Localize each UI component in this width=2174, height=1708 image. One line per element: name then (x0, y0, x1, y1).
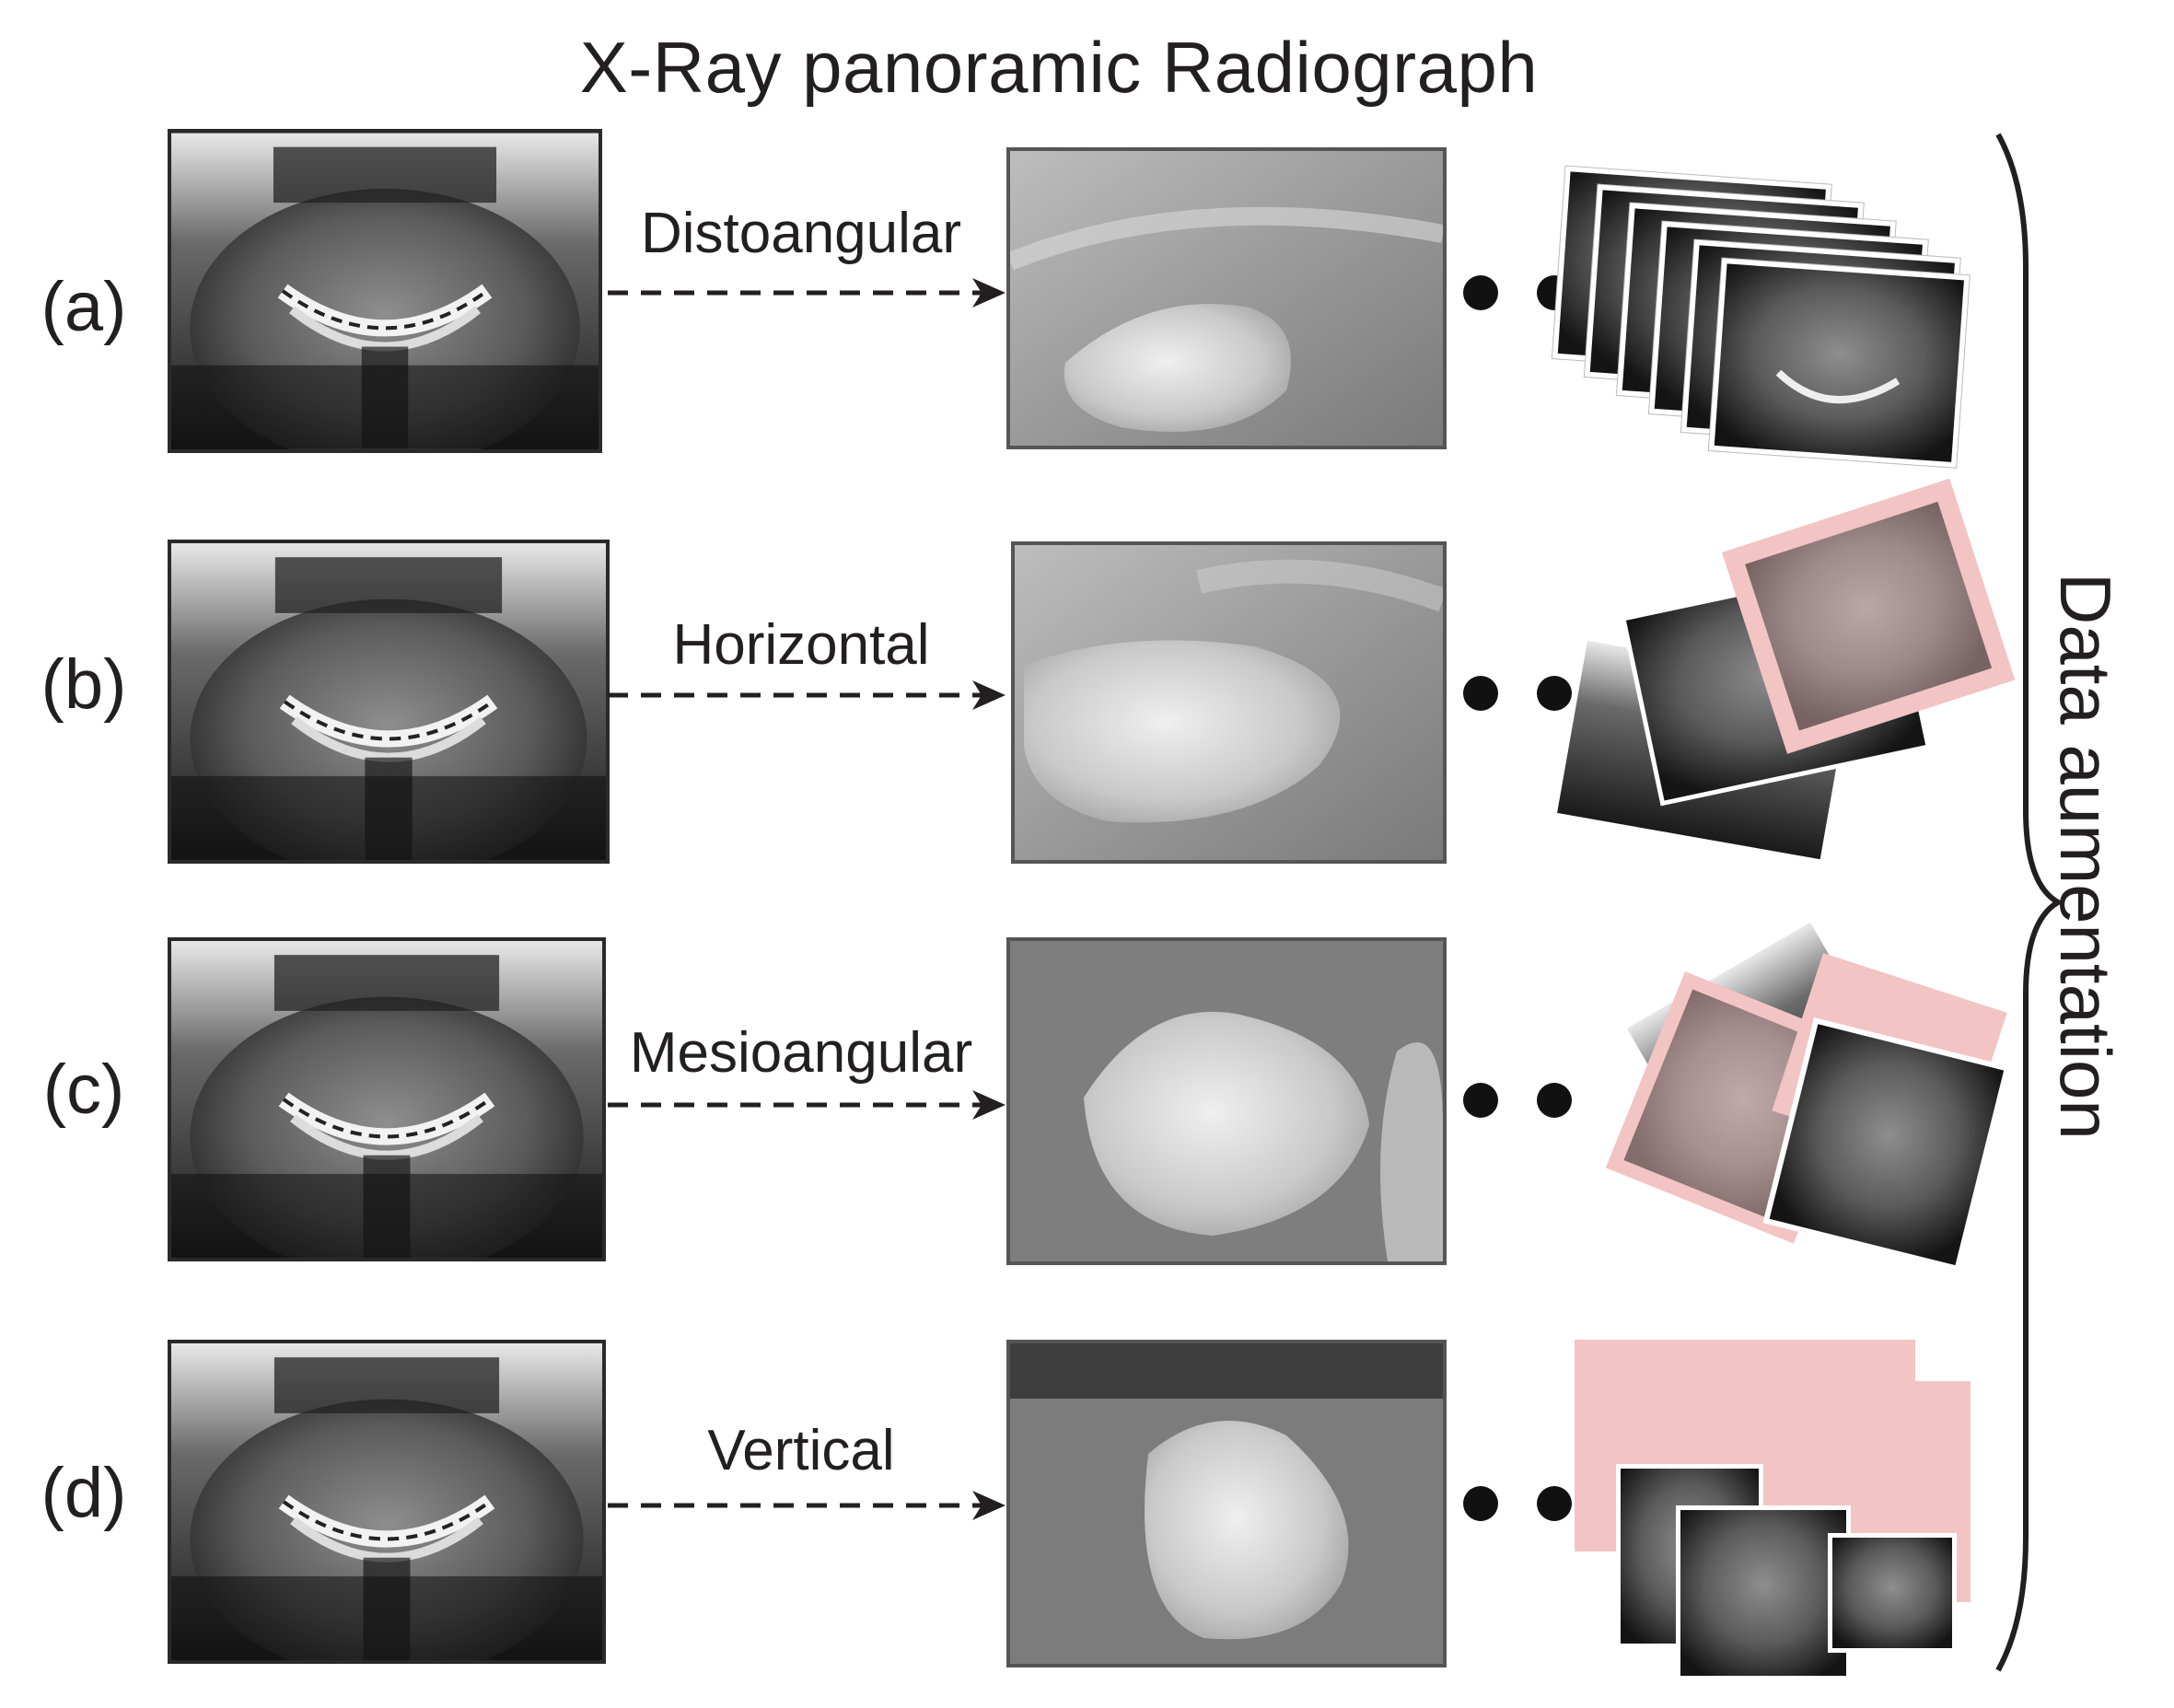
cropped-tooth-d (1006, 1340, 1447, 1667)
dashed-arrow-d (604, 1487, 1009, 1524)
class-label-horizontal: Horizontal (608, 612, 994, 678)
augmented-stack-a (1556, 147, 1989, 516)
panoramic-radiograph-b (168, 540, 610, 864)
augmented-stack-c (1584, 898, 2017, 1266)
dashed-arrow-b (604, 677, 1009, 714)
cropped-tooth-b (1011, 541, 1447, 864)
ellipsis-dots-d (1455, 1481, 1593, 1527)
class-label-distoangular: Distoangular (608, 201, 994, 266)
cropped-tooth-a (1006, 147, 1447, 449)
dashed-arrow-a (604, 274, 1009, 311)
row-label-d: (d) (33, 1453, 134, 1533)
data-augmentation-label: Data aumentation (2017, 368, 2155, 1344)
row-label-a: (a) (33, 267, 134, 347)
augmented-stack-b (1565, 516, 1998, 884)
figure-title: X-Ray panoramic Radiograph (0, 26, 2118, 110)
panoramic-radiograph-c (168, 937, 606, 1261)
panoramic-radiograph-d (168, 1340, 606, 1664)
cropped-tooth-c (1006, 937, 1447, 1265)
augmented-stack-d (1575, 1340, 2007, 1708)
class-label-mesioangular: Mesioangular (608, 1020, 994, 1086)
class-label-vertical: Vertical (608, 1418, 994, 1483)
dashed-arrow-c (604, 1086, 1009, 1123)
row-label-c: (c) (33, 1050, 134, 1130)
ellipsis-dots-c (1455, 1077, 1593, 1123)
row-label-b: (b) (33, 645, 134, 725)
panoramic-radiograph-a (168, 129, 602, 453)
